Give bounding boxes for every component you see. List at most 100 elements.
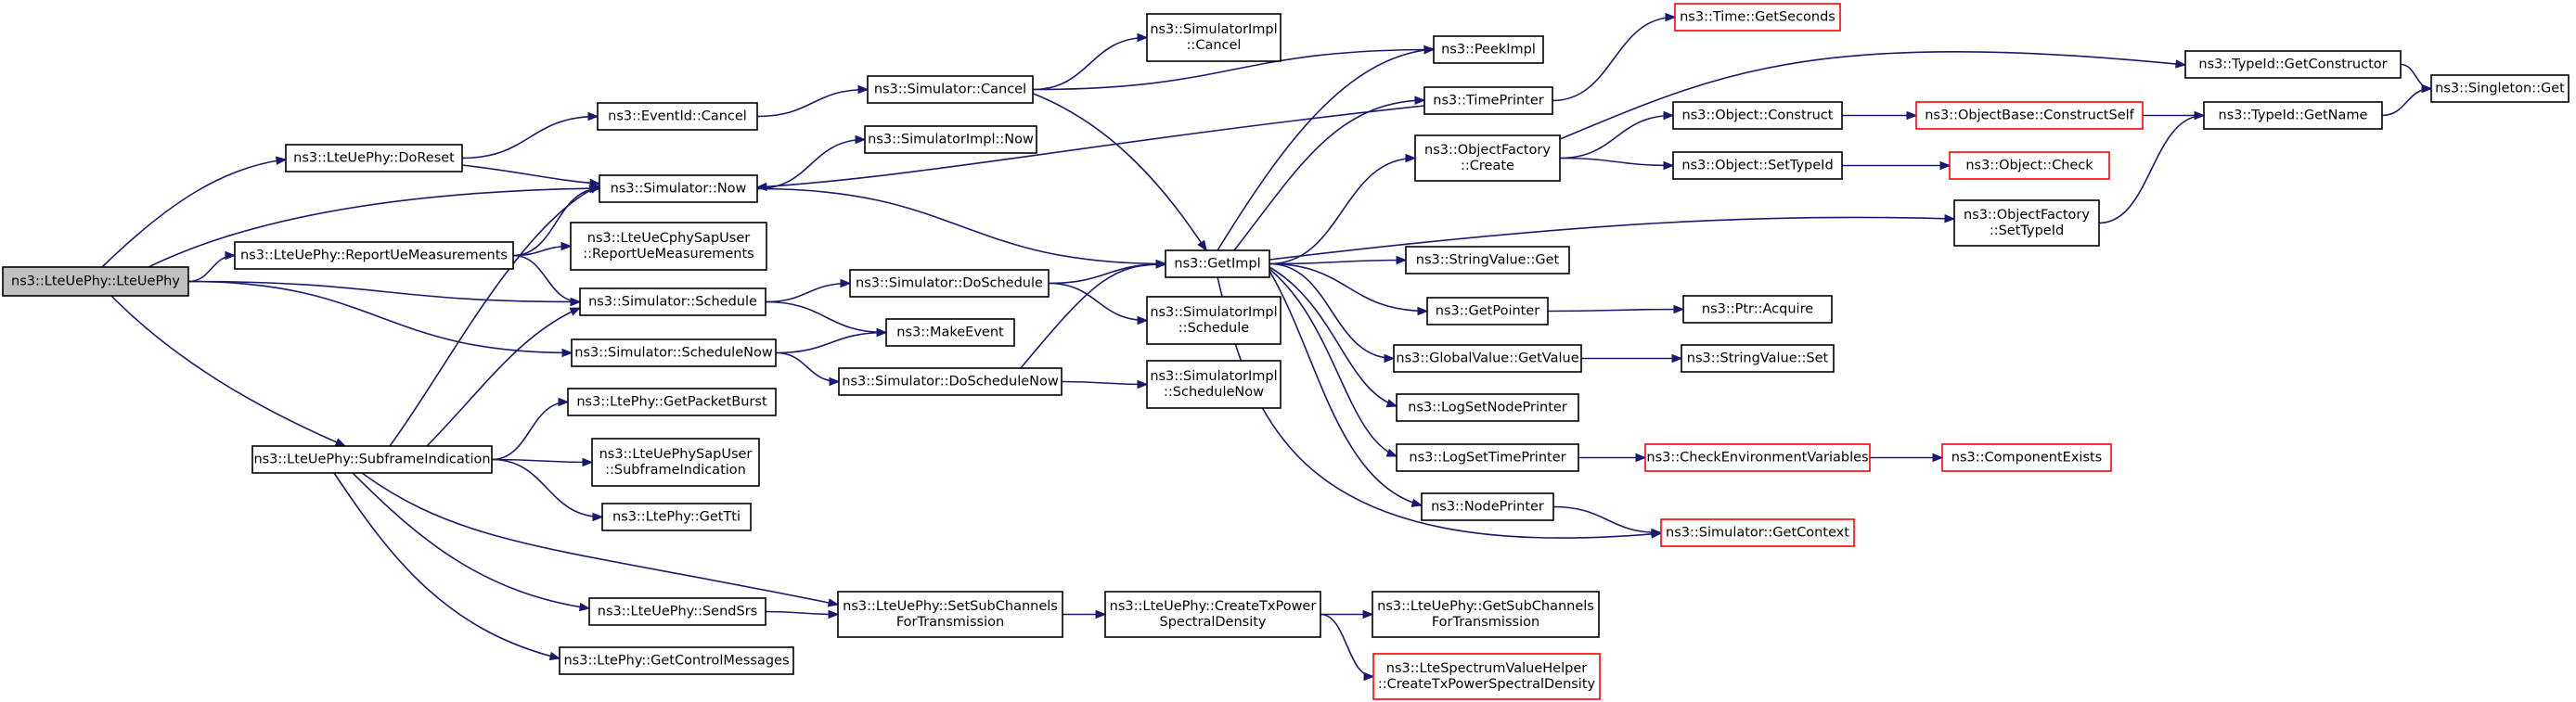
node-reportue[interactable]: ns3::LteUePhy::ReportUeMeasurements (234, 241, 514, 270)
node-gettti[interactable]: ns3::LtePhy::GetTti (601, 503, 752, 531)
node-object-construct[interactable]: ns3::Object::Construct (1672, 101, 1843, 130)
node-box (867, 75, 1034, 104)
node-simimpl-cancel[interactable]: ns3::SimulatorImpl::Cancel (1146, 13, 1282, 62)
node-time-getseconds[interactable]: ns3::Time::GetSeconds (1674, 3, 1841, 32)
node-nodeprinter[interactable]: ns3::NodePrinter (1421, 492, 1554, 521)
node-getpacketburst[interactable]: ns3::LtePhy::GetPacketBurst (567, 388, 777, 416)
node-stringvalue-set[interactable]: ns3::StringValue::Set (1681, 344, 1835, 373)
node-simimpl-schedule[interactable]: ns3::SimulatorImpl::Schedule (1146, 296, 1282, 345)
node-label: ns3::CheckEnvironmentVariables (1646, 451, 1868, 466)
node-logsetnodeprinter[interactable]: ns3::LogSetNodePrinter (1396, 393, 1579, 422)
node-doreset[interactable]: ns3::LteUePhy::DoReset (285, 144, 463, 172)
node-label: ns3::SimulatorImpl (1150, 369, 1277, 384)
node-box (1672, 101, 1843, 130)
node-logsettimeprinter[interactable]: ns3::LogSetTimePrinter (1396, 443, 1579, 472)
node-physap-subframe[interactable]: ns3::LteUePhySapUser::SubframeIndication (591, 438, 760, 487)
node-objectfactory-settypeid[interactable]: ns3::ObjectFactory::SetTypeId (1953, 199, 2100, 247)
call-edge (512, 254, 581, 303)
node-getimpl[interactable]: ns3::GetImpl (1165, 249, 1270, 278)
node-label: ns3::LogSetNodePrinter (1408, 401, 1567, 415)
node-object-settypeid[interactable]: ns3::Object::SetTypeId (1672, 151, 1843, 180)
node-sim-doschedule[interactable]: ns3::Simulator::DoSchedule (849, 269, 1050, 298)
arrowhead (1396, 255, 1408, 265)
node-box (1423, 86, 1553, 115)
arrowhead (560, 241, 573, 251)
node-label: SpectralDensity (1160, 615, 1267, 630)
node-objectfactory-create[interactable]: ns3::ObjectFactory::Create (1414, 134, 1561, 182)
node-peekimpl[interactable]: ns3::PeekImpl (1433, 35, 1544, 64)
call-edge (2381, 87, 2432, 117)
arrowhead (1137, 315, 1149, 325)
arrowhead (2194, 110, 2206, 121)
call-edge (2400, 63, 2432, 90)
node-label: ns3::Simulator::GetContext (1666, 526, 1849, 541)
call-edge (491, 458, 593, 464)
node-sendsrs[interactable]: ns3::LteUePhy::SendSrs (588, 597, 766, 626)
node-label: ns3::LteUePhy::SubframeIndication (253, 453, 490, 467)
node-box (1426, 297, 1549, 325)
call-edge (1269, 157, 1416, 265)
node-timeprinter[interactable]: ns3::TimePrinter (1423, 86, 1553, 115)
node-ptr-acquire[interactable]: ns3::Ptr::Acquire (1682, 295, 1833, 324)
node-sim-cancel[interactable]: ns3::Simulator::Cancel (867, 75, 1034, 104)
call-edge (1552, 505, 1662, 534)
arrowhead (225, 250, 237, 261)
node-getsubchannels[interactable]: ns3::LteUePhy::GetSubChannelsForTransmis… (1372, 591, 1600, 638)
node-label: ::Create (1461, 159, 1514, 173)
node-sim-getcontext[interactable]: ns3::Simulator::GetContext (1660, 518, 1855, 547)
node-label: ns3::LtePhy::GetTti (612, 510, 741, 525)
call-edge (1547, 308, 1684, 313)
node-object-check[interactable]: ns3::Object::Check (1949, 151, 2110, 180)
node-typeid-getconstructor[interactable]: ns3::TypeId::GetConstructor (2184, 50, 2402, 79)
node-cphysap-report[interactable]: ns3::LteUeCphySapUser::ReportUeMeasureme… (570, 222, 767, 271)
node-checkenv[interactable]: ns3::CheckEnvironmentVariables (1644, 443, 1871, 472)
arrowhead (1385, 399, 1398, 408)
node-sim-schedule[interactable]: ns3::Simulator::Schedule (579, 287, 766, 316)
node-objectbase-constructself[interactable]: ns3::ObjectBase::ConstructSelf (1915, 101, 2144, 130)
node-globalvalue-getvalue[interactable]: ns3::GlobalValue::GetValue (1393, 344, 1582, 373)
node-box (1949, 151, 2110, 180)
node-eventid-cancel[interactable]: ns3::EventId::Cancel (597, 102, 758, 131)
node-label: ::Cancel (1187, 38, 1242, 53)
arrowhead (828, 609, 840, 619)
node-stringvalue-get[interactable]: ns3::StringValue::Get (1405, 246, 1570, 274)
node-simimpl-schedulenow[interactable]: ns3::SimulatorImpl::ScheduleNow (1146, 360, 1282, 409)
node-getpointer[interactable]: ns3::GetPointer (1426, 297, 1549, 325)
node-box (1421, 492, 1554, 521)
node-componentexists[interactable]: ns3::ComponentExists (1941, 443, 2112, 472)
node-lteuephy-ctor[interactable]: ns3::LteUePhy::LteUePhy (2, 266, 189, 297)
node-sim-schedulenow[interactable]: ns3::Simulator::ScheduleNow (571, 338, 777, 367)
node-label: ns3::ObjectFactory (1964, 208, 2090, 223)
node-spectrumhelper[interactable]: ns3::LteSpectrumValueHelper::CreateTxPow… (1372, 653, 1601, 700)
call-edge (1020, 263, 1166, 369)
arrowhead (2421, 83, 2433, 94)
call-edge (1269, 262, 1428, 313)
node-getcontrolmessages[interactable]: ns3::LtePhy::GetControlMessages (559, 646, 794, 675)
node-makeevent[interactable]: ns3::MakeEvent (885, 318, 1015, 347)
node-createtxpsd[interactable]: ns3::LteUePhy::CreateTxPowerSpectralDens… (1104, 591, 1321, 638)
node-singleton-get[interactable]: ns3::Singleton::Get (2430, 74, 2570, 103)
node-label: ForTransmission (1432, 615, 1539, 630)
node-label: ns3::LteUePhy::SetSubChannels (843, 599, 1058, 614)
node-box (1674, 3, 1841, 32)
node-box (1941, 443, 2112, 472)
arrowhead (558, 397, 570, 407)
call-edge (1048, 262, 1166, 285)
node-typeid-getname[interactable]: ns3::TypeId::GetName (2203, 101, 2383, 130)
node-label: ns3::LteSpectrumValueHelper (1386, 661, 1587, 676)
node-subframe[interactable]: ns3::LteUePhy::SubframeIndication (251, 445, 493, 474)
call-edge (187, 254, 236, 283)
node-sim-doschedulenow[interactable]: ns3::Simulator::DoScheduleNow (838, 367, 1063, 396)
node-label: ns3::Simulator::Now (611, 182, 747, 197)
node-simimpl-now[interactable]: ns3::SimulatorImpl::Now (864, 125, 1037, 154)
arrowhead (1671, 353, 1683, 364)
node-box (1393, 344, 1582, 373)
call-edge (765, 282, 851, 303)
arrowhead (840, 278, 852, 288)
call-edge (361, 472, 839, 606)
node-sim-now[interactable]: ns3::Simulator::Now (599, 174, 758, 203)
call-edge (1020, 88, 1207, 251)
node-setsubchannels[interactable]: ns3::LteUePhy::SetSubChannelsForTransmis… (837, 591, 1063, 638)
arrowhead (876, 327, 888, 338)
call-edge (1269, 216, 1955, 261)
